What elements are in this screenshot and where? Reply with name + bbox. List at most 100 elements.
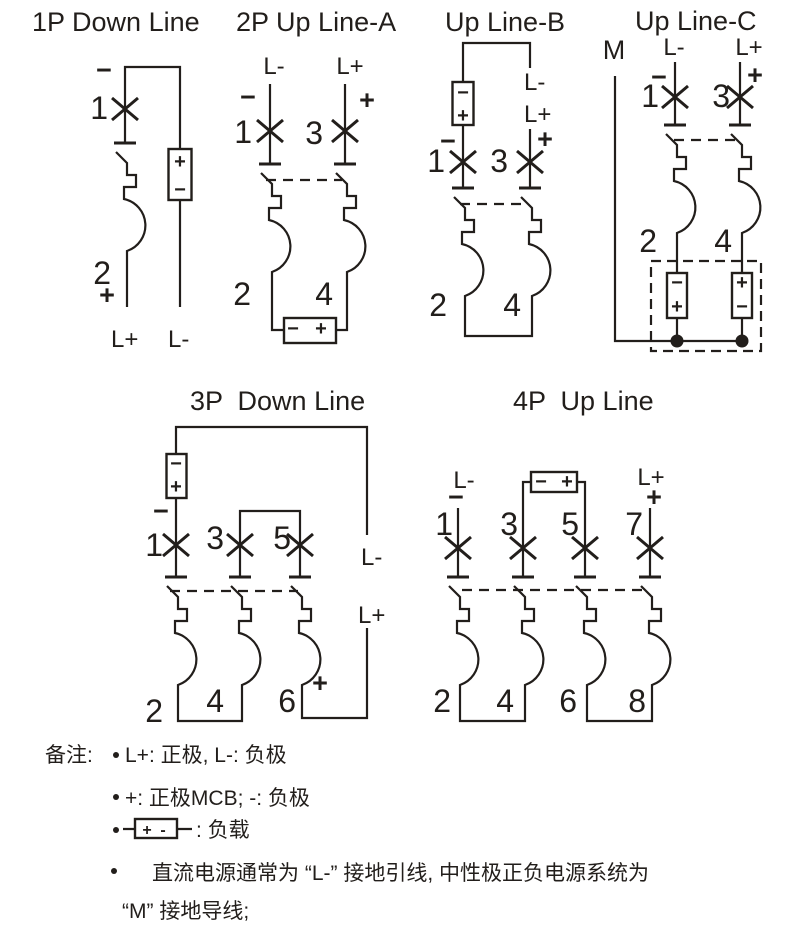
load-box — [730, 271, 754, 320]
note-item: L+: 正极, L-: 负极 — [125, 744, 287, 767]
load-polarity: − — [174, 179, 186, 201]
diagram-up-line-c: Up Line-C M L- L+ − + 1 3 2 4 − + + − — [603, 6, 763, 353]
diagram-title: 4P Up Line — [513, 386, 654, 416]
load-polarity: + — [315, 318, 327, 340]
terminal-number: 4 — [206, 683, 224, 719]
line-label: L+ — [358, 602, 385, 629]
load-polarity: + — [174, 151, 186, 173]
junction-dot — [670, 334, 684, 348]
terminal-number: 6 — [559, 683, 577, 719]
diagram-title: 2P Up Line-A — [236, 7, 396, 37]
mcb-pole-symbol — [510, 575, 545, 691]
diagram-title: Up Line-C — [635, 6, 757, 36]
terminal-number: 1 — [145, 527, 163, 563]
diagram-1p-down-line: 1P Down Line − 1 2 + L+ L- + − — [32, 7, 200, 353]
polarity-sign: − — [440, 126, 456, 156]
note-item: +: 正极MCB; -: 负极 — [125, 787, 310, 810]
bullet-icon — [111, 868, 117, 874]
line-label: L+ — [336, 53, 363, 80]
line-label: L- — [453, 467, 474, 494]
notes-section: 备注: L+: 正极, L-: 负极 +: 正极MCB; -: 负极 + - :… — [45, 744, 649, 923]
load-polarity: − — [457, 82, 469, 104]
diagram-title: 3P Down Line — [190, 386, 365, 416]
terminal-number: 1 — [641, 78, 659, 114]
m-ground-wire — [613, 76, 742, 343]
bullet-icon — [113, 794, 119, 800]
terminal-number: 1 — [427, 143, 445, 179]
terminal-number: 2 — [639, 223, 657, 259]
terminal-number: 6 — [278, 683, 296, 719]
mcb-pole-symbol — [637, 575, 672, 691]
diagram-up-line-b: Up Line-B − + L- L+ − + 1 3 2 4 — [427, 7, 565, 338]
polarity-sign: + — [99, 280, 115, 310]
line-label: L+ — [111, 326, 138, 353]
load-polarity: − — [736, 296, 748, 318]
mcb-pole-symbol — [163, 575, 198, 691]
wire-top — [461, 41, 532, 82]
polarity-sign: + — [312, 668, 328, 698]
polarity-sign: + — [646, 482, 662, 512]
load-polarity: + — [457, 105, 469, 127]
terminal-number: 2 — [429, 287, 447, 323]
terminal-number: 2 — [433, 683, 451, 719]
load-polarity: + — [671, 296, 683, 318]
wire-bottom — [585, 689, 654, 723]
terminal-number: 3 — [500, 506, 518, 542]
load-symbol-box — [133, 817, 179, 840]
wire-top — [174, 425, 369, 535]
diagram-title: Up Line-B — [445, 7, 565, 37]
terminal-number: 5 — [561, 506, 579, 542]
terminal-number: 5 — [273, 520, 291, 556]
wire-bottom — [176, 689, 244, 723]
junction-dot — [735, 334, 749, 348]
load-polarity: − — [671, 272, 683, 294]
load-polarity: + — [561, 471, 573, 493]
line-label: L+ — [735, 34, 762, 61]
load-symbol-polarity: + — [142, 822, 151, 839]
terminal-number: 4 — [315, 276, 333, 312]
load-box — [282, 316, 338, 345]
diagram-4p-up-line: 4P Up Line L- L+ − + − + 1 3 5 7 2 4 6 8 — [433, 386, 672, 723]
wire — [521, 480, 531, 577]
note-item: 直流电源通常为 “L-” 接地引线, 中性极正负电源系统为 — [152, 862, 649, 885]
terminal-number: 3 — [712, 78, 730, 114]
load-box — [167, 147, 193, 202]
terminal-number: 1 — [435, 506, 453, 542]
diagram-3p-down-line: 3P Down Line − + − 1 3 5 L- L+ + 2 4 6 — [145, 386, 385, 729]
load-polarity: − — [287, 318, 299, 340]
load-polarity: + — [170, 476, 182, 498]
wire-tail — [336, 276, 349, 332]
mcb-pole-symbol — [727, 123, 762, 239]
wire-bottom — [463, 300, 534, 338]
terminal-number: 2 — [233, 276, 251, 312]
terminal-number: 2 — [145, 693, 163, 729]
terminal-number: 3 — [305, 115, 323, 151]
terminal-number: 3 — [490, 143, 508, 179]
line-label: L- — [263, 53, 284, 80]
load-box — [665, 271, 689, 320]
load-symbol-polarity: - — [160, 822, 165, 839]
line-label: L+ — [637, 464, 664, 491]
diagram-2p-up-line-a: 2P Up Line-A L- L+ − + 1 3 − + 2 4 — [233, 7, 396, 345]
mcb-pole-symbol — [572, 575, 607, 691]
line-label: L- — [361, 544, 382, 571]
bullet-icon — [113, 827, 119, 833]
polarity-sign: − — [651, 62, 667, 92]
wire-top — [123, 65, 182, 149]
wire-tail — [270, 276, 284, 332]
line-label: L- — [524, 69, 545, 96]
wire-bottom — [300, 628, 369, 720]
terminal-number: 4 — [496, 683, 514, 719]
polarity-sign: − — [153, 496, 169, 526]
line-label: L- — [168, 326, 189, 353]
polarity-sign: + — [747, 60, 763, 90]
mcb-pole-symbol — [517, 186, 552, 302]
terminal-number: 8 — [628, 683, 646, 719]
terminal-number: 1 — [90, 90, 108, 126]
terminal-number: 4 — [503, 287, 521, 323]
terminal-number: 3 — [206, 520, 224, 556]
diagram-title: 1P Down Line — [32, 7, 200, 37]
mcb-pole-symbol — [112, 141, 147, 257]
